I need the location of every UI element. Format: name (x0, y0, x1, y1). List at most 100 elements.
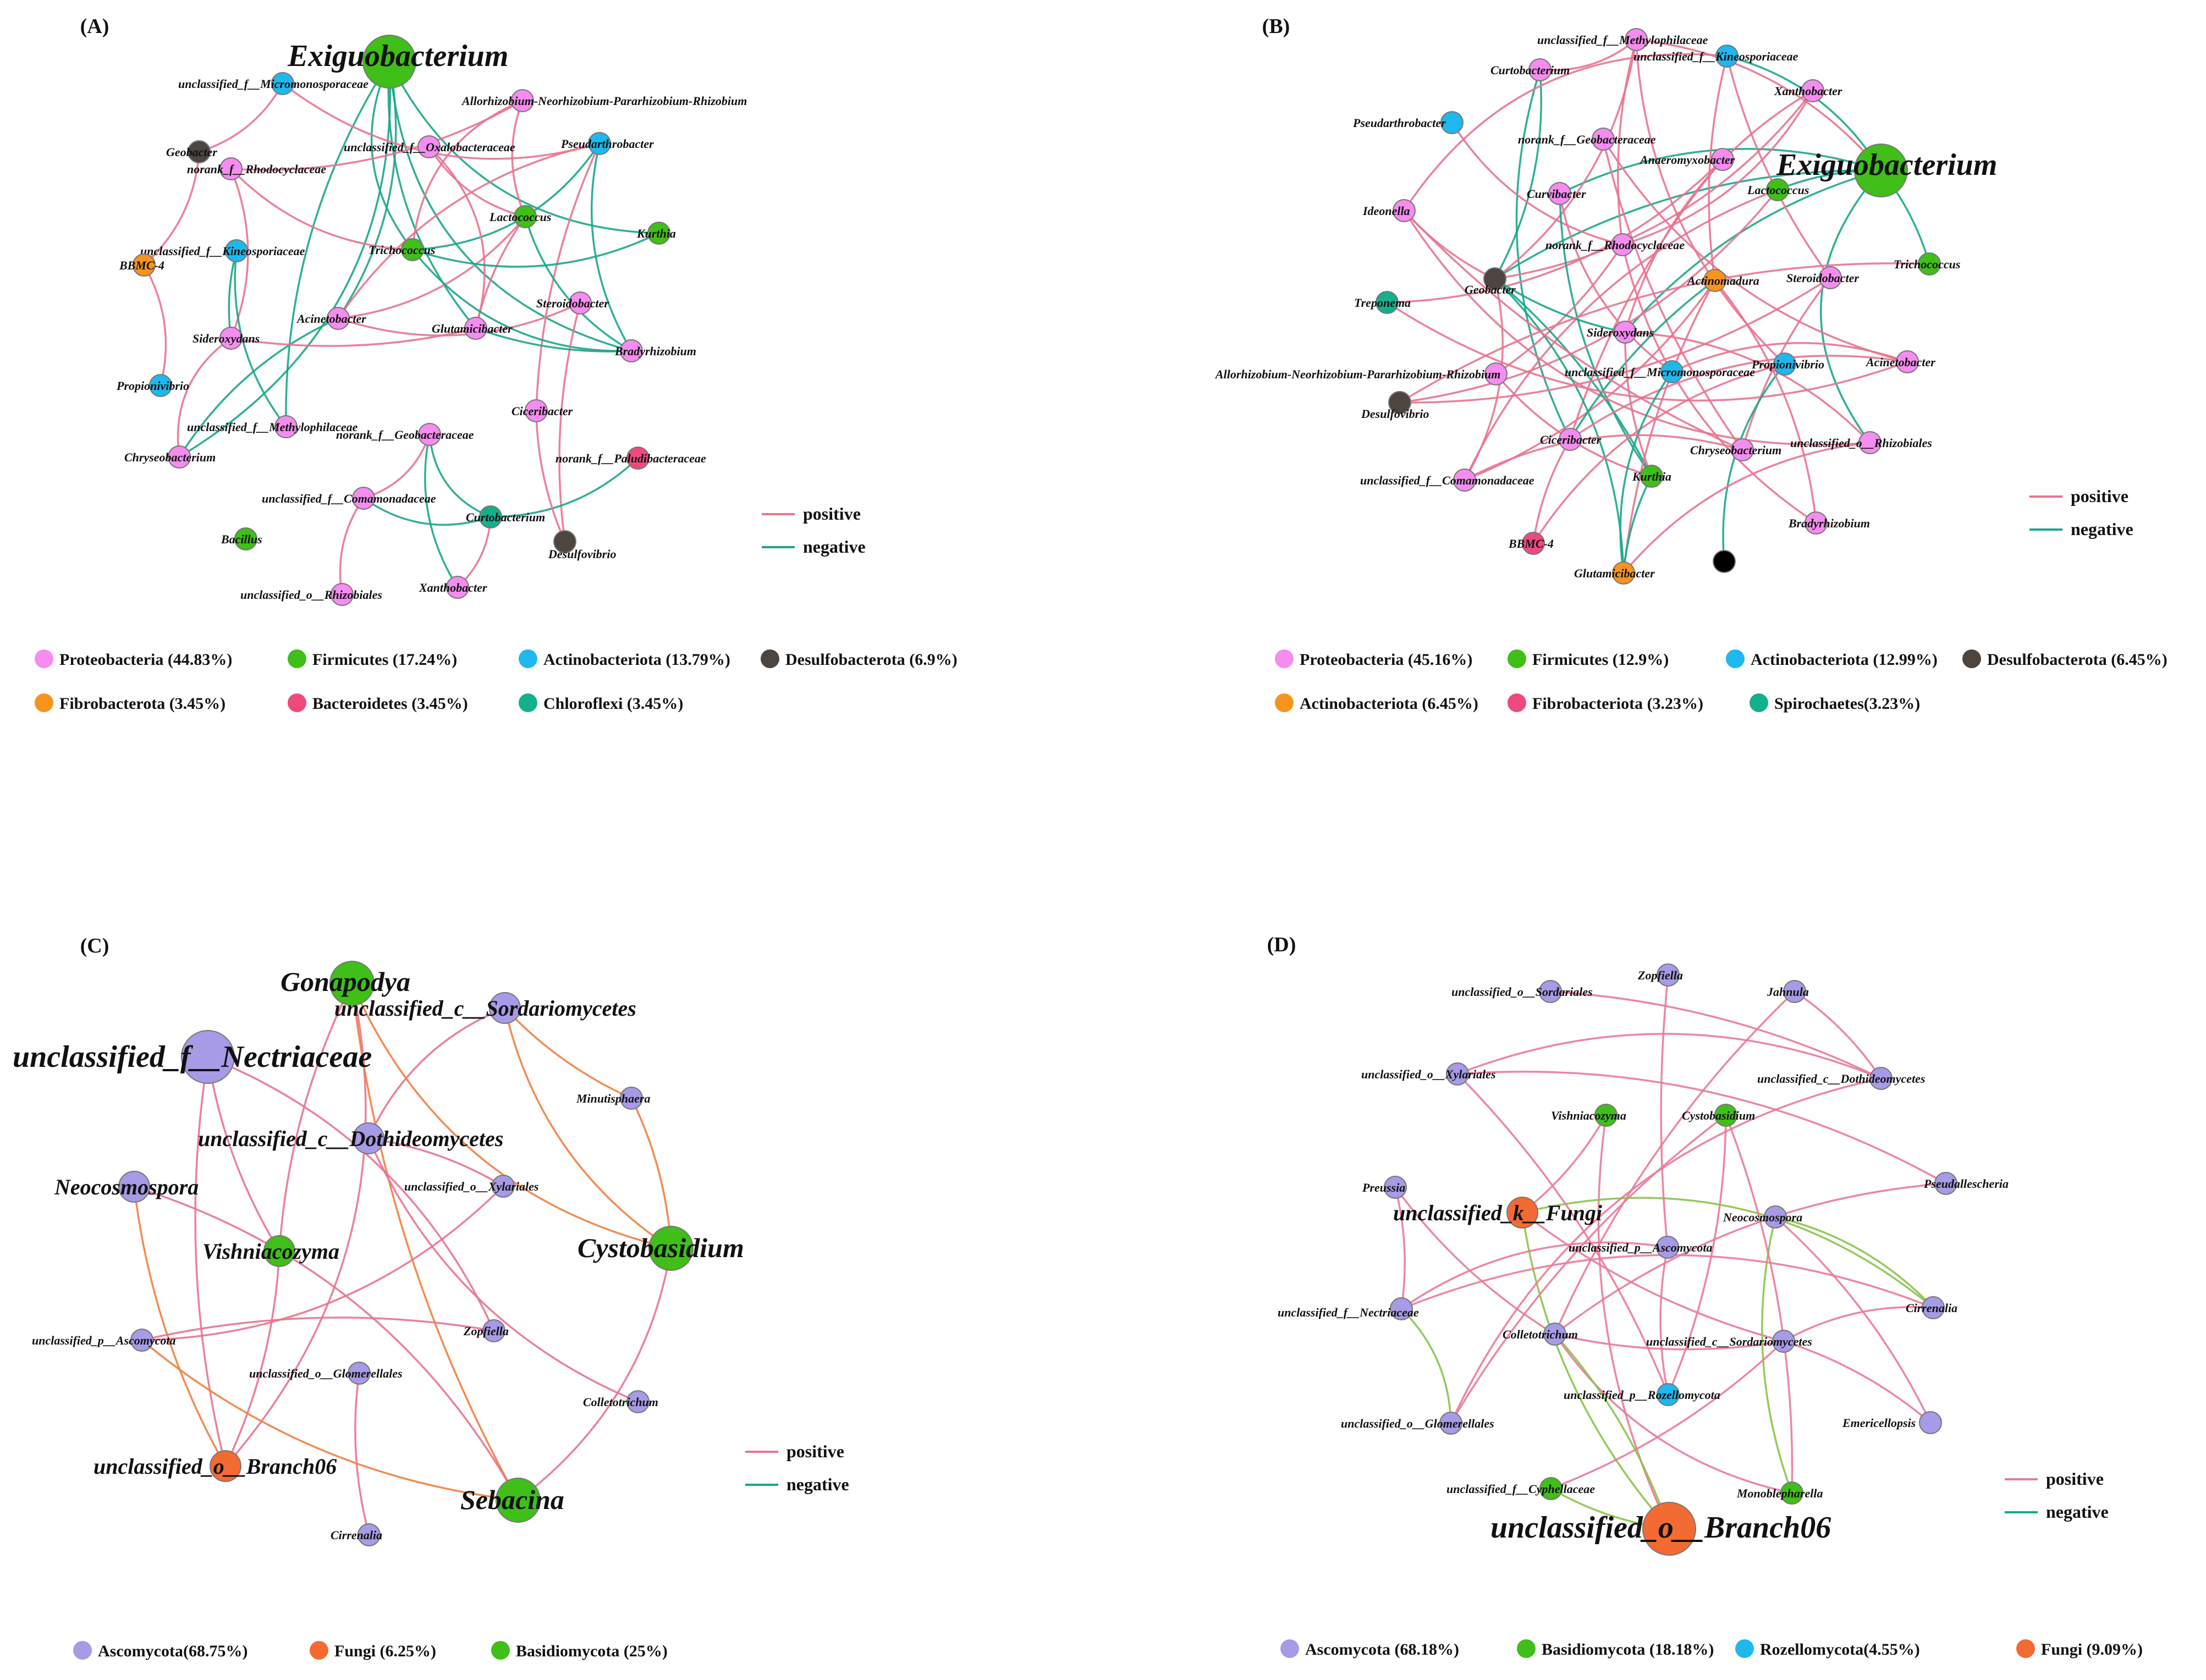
node-label: Neocosmospora (54, 1175, 199, 1199)
node-comam: unclassified_f__Comamonadaceae (262, 487, 436, 510)
phylum-swatch (491, 1641, 510, 1660)
edge (1636, 38, 1882, 172)
node-label: unclassified_o__Glomerellales (249, 1367, 403, 1380)
edge (1399, 189, 1779, 404)
edge (388, 61, 659, 234)
node-nect: unclassified_f__Nectriaceae (13, 1030, 372, 1084)
positive-label: positive (2046, 1469, 2104, 1489)
node-circle (1528, 58, 1552, 81)
node-circle (511, 89, 534, 112)
node-emer: Emericellopsis (1842, 1411, 1942, 1434)
node-label: Minutisphaera (576, 1092, 651, 1105)
node-circle (188, 140, 211, 163)
node-circle (1766, 178, 1789, 201)
edge (285, 61, 390, 427)
edge (1708, 56, 1728, 281)
edge (143, 151, 200, 266)
edge (1783, 1306, 1934, 1342)
node-circle (149, 374, 172, 397)
node-label: Steroidobacter (1786, 271, 1859, 285)
node-circle (1376, 291, 1399, 314)
edge (133, 1186, 227, 1467)
node-circle (1714, 1104, 1737, 1127)
node-cyst: Cystobasidium (1682, 1104, 1755, 1127)
node-circle (331, 583, 354, 606)
node-doth: unclassified_c__Dothideomycetes (1757, 1067, 1926, 1090)
edge (517, 1248, 672, 1501)
phylum-label: Actinobacteriota (13.79%) (543, 651, 730, 669)
node-xantho: Xanthobacter (1774, 79, 1842, 102)
node-label: unclassified_f__Nectriaceae (1278, 1306, 1419, 1319)
edge (630, 1098, 672, 1249)
node-label: Curvibacter (1527, 187, 1586, 201)
edge (1450, 1114, 1727, 1424)
node-label: Chryseobacterium (1690, 443, 1781, 457)
node-colle: Colletotrichum (583, 1390, 658, 1413)
phylum-swatch (1508, 693, 1526, 712)
node-circle (348, 1362, 371, 1385)
edge (1726, 56, 1831, 279)
edge (230, 100, 523, 171)
edge (1554, 1333, 1670, 1529)
edge (428, 146, 486, 329)
node-geob: Geobacter (1465, 267, 1516, 296)
node-circle (1506, 1197, 1538, 1229)
edge (1532, 439, 1571, 544)
node-circle (1896, 350, 1919, 373)
phylum-label: Actinobacteriota (6.45%) (1300, 695, 1478, 713)
node-label: unclassified_f__Comamonadaceae (1360, 473, 1534, 487)
node-glom: unclassified_o__Glomerellales (249, 1362, 403, 1385)
node-stero: Steroidobacter (1786, 266, 1859, 289)
node-label: unclassified_k__Fungi (1393, 1200, 1602, 1225)
node-neoc: Neocosmospora (54, 1171, 199, 1203)
node-label: Allorhizobium-Neorhizobium-Pararhizobium… (1214, 367, 1500, 381)
edge (428, 146, 526, 218)
node-propio: Propionivibrio (116, 374, 189, 397)
node-label: Curtobacterium (466, 510, 545, 524)
phylum-label: Basidiomycota (18.18%) (1542, 1640, 1714, 1659)
phylum-label: Chloroflexi (3.45%) (543, 695, 683, 713)
node-circle (234, 527, 257, 550)
edge (338, 302, 581, 337)
edge (558, 302, 581, 542)
node-circle (1764, 1205, 1787, 1229)
node-label: unclassified_o__Xylariales (1361, 1067, 1495, 1081)
node-label: Kurthia (636, 227, 676, 240)
node-label: Bradyrhizobium (614, 344, 696, 358)
phylum-label: Basidiomycota (25%) (516, 1642, 668, 1660)
node-kineo: unclassified_f__Kineosporiaceae (1633, 45, 1798, 68)
node-label: unclassified_o__Rhizobiales (1790, 436, 1932, 450)
positive-label: positive (803, 504, 861, 524)
node-label: unclassified_o__Sordariales (1451, 985, 1593, 999)
node-circle (464, 317, 487, 340)
edge (1457, 1033, 1882, 1079)
phylum-swatch (1962, 649, 1981, 668)
node-acine: Acinetobacter (296, 307, 366, 330)
edge (1403, 210, 1743, 451)
node-circle (496, 1478, 541, 1523)
node-label: norank_f__Geobacteraceae (336, 428, 474, 442)
node-circle (1772, 1330, 1795, 1353)
node-circle (1922, 1296, 1945, 1319)
negative-label: negative (2046, 1502, 2109, 1522)
node-circle (1715, 45, 1739, 68)
edges (1394, 974, 1946, 1530)
node-circle (417, 135, 441, 158)
edge (1714, 279, 1817, 524)
node-label: norank_f__Geobacteraceae (1518, 133, 1656, 146)
node-label: Allorhizobium-Neorhizobium-Pararhizobium… (461, 94, 747, 108)
node-allo: Allorhizobium-Neorhizobium-Pararhizobium… (461, 89, 747, 112)
node-pseud: Pseudarthrobacter (560, 132, 654, 155)
node-label: unclassified_p__Ascomycota (32, 1334, 176, 1347)
edge (1622, 442, 1871, 574)
edge (351, 983, 519, 1501)
edge (1622, 280, 1716, 574)
phylum-swatch (2016, 1639, 2035, 1658)
node-label: Glutamicibacter (1574, 566, 1655, 580)
node-trepo: Treponema (1354, 291, 1411, 314)
node-desulf: Desulfovibrio (1361, 391, 1429, 421)
node-micro: unclassified_f__Micromonosporaceae (178, 72, 368, 95)
node-label: unclassified_c__Dothideomycetes (198, 1126, 503, 1151)
node-label: Colletotrichum (583, 1395, 658, 1409)
node-label: Zopfiella (1637, 968, 1683, 982)
